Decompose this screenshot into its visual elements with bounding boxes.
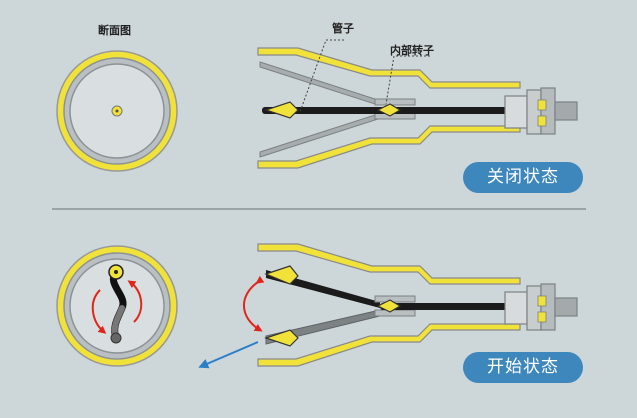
- closed-state-badge: 关闭状态: [463, 162, 583, 193]
- open-state-badge: 开始状态: [463, 352, 583, 383]
- swing-arrow: [243, 275, 265, 332]
- rotation-arrow-right: [127, 280, 143, 323]
- section-view-label: 断面图: [98, 24, 131, 37]
- side-view-closed: [257, 39, 578, 169]
- cross-section-closed: [56, 50, 178, 172]
- pipe-label: 管子: [332, 22, 354, 35]
- cross-section-open: [56, 245, 178, 367]
- rotation-arrow-left: [91, 289, 107, 334]
- ejection-arrow: [198, 341, 259, 369]
- side-view-open: [198, 243, 578, 369]
- inner-rotor-label: 内部转子: [390, 44, 434, 57]
